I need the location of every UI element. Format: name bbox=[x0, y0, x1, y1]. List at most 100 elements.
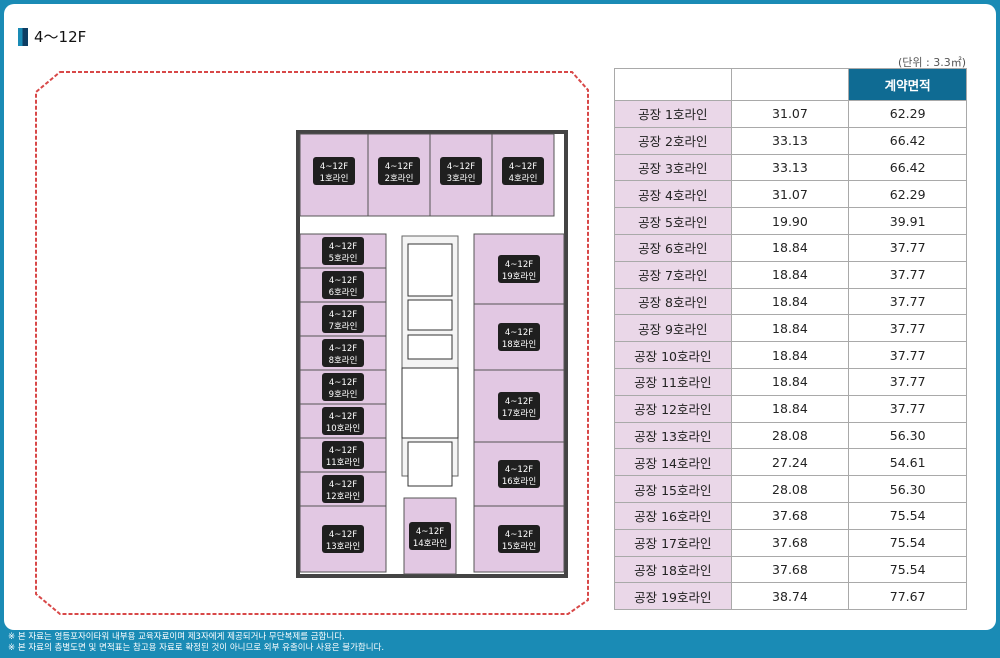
plan-unit-label-bg bbox=[322, 525, 364, 553]
site-boundary bbox=[35, 71, 589, 615]
unit-note: (단위 : 3.3㎡) bbox=[897, 56, 966, 69]
header-cell-contract-area: 계약면적 bbox=[848, 68, 967, 101]
plan-unit-label-bg bbox=[378, 157, 420, 185]
contract-area-cell: 77.67 bbox=[848, 582, 967, 611]
contract-area-cell: 75.54 bbox=[848, 528, 967, 557]
plan-unit-floor-label: 4~12F bbox=[329, 446, 357, 456]
plan-unit-label-bg bbox=[322, 475, 364, 503]
plan-unit-floor-label: 4~12F bbox=[329, 530, 357, 540]
plan-unit-name-label: 7호라인 bbox=[329, 321, 358, 332]
plan-unit-name-label: 9호라인 bbox=[329, 389, 358, 400]
floor-title: 4～12F bbox=[34, 28, 87, 46]
plan-unit-name-label: 5호라인 bbox=[329, 253, 358, 264]
area-cell: 18.84 bbox=[730, 394, 850, 423]
plan-unit-name-label: 13호라인 bbox=[326, 541, 360, 552]
area-cell: 33.13 bbox=[730, 153, 850, 182]
plan-unit-label-bg bbox=[498, 525, 540, 553]
contract-area-cell: 37.77 bbox=[848, 287, 967, 316]
contract-area-cell: 66.42 bbox=[848, 126, 967, 155]
plan-unit-label-bg bbox=[440, 157, 482, 185]
contract-area-cell: 37.77 bbox=[848, 260, 967, 289]
plan-unit-label-bg bbox=[322, 373, 364, 401]
area-cell: 18.84 bbox=[730, 367, 850, 396]
unit-name-cell: 공장 10호라인 bbox=[614, 341, 732, 369]
plan-unit-label-bg bbox=[322, 441, 364, 469]
plan-unit-floor-label: 4~12F bbox=[505, 530, 533, 540]
plan-unit-floor-label: 4~12F bbox=[320, 162, 348, 172]
plan-unit-name-label: 10호라인 bbox=[326, 423, 360, 434]
plan-unit-name-label: 14호라인 bbox=[413, 538, 447, 549]
contract-area-cell: 54.61 bbox=[848, 448, 967, 477]
unit-name-cell: 공장 14호라인 bbox=[614, 448, 732, 477]
contract-area-cell: 37.77 bbox=[848, 341, 967, 369]
area-cell: 33.13 bbox=[730, 126, 850, 155]
plan-unit-label-bg bbox=[313, 157, 355, 185]
plan-unit-label-bg bbox=[498, 323, 540, 351]
area-cell: 38.74 bbox=[730, 582, 850, 611]
plan-unit-label-bg bbox=[322, 305, 364, 333]
contract-area-cell: 56.30 bbox=[848, 475, 967, 503]
unit-name-cell: 공장 6호라인 bbox=[614, 233, 732, 262]
plan-unit-area bbox=[473, 233, 565, 305]
contract-area-cell: 66.42 bbox=[848, 153, 967, 182]
contract-area-cell: 37.77 bbox=[848, 367, 967, 396]
contract-area-cell: 37.77 bbox=[848, 233, 967, 262]
plan-unit-label-bg bbox=[322, 237, 364, 265]
heading-marker-icon bbox=[18, 27, 28, 46]
plan-unit-floor-label: 4~12F bbox=[509, 162, 537, 172]
plan-unit-label-bg bbox=[498, 255, 540, 283]
plan-unit-name-label: 19호라인 bbox=[502, 271, 536, 282]
area-cell: 27.24 bbox=[730, 448, 850, 477]
unit-name-cell: 공장 15호라인 bbox=[614, 475, 732, 503]
plan-unit-label-bg bbox=[409, 522, 451, 550]
plan-unit-name-label: 15호라인 bbox=[502, 541, 536, 552]
area-cell: 31.07 bbox=[730, 100, 850, 128]
plan-unit-floor-label: 4~12F bbox=[505, 260, 533, 270]
plan-unit-name-label: 18호라인 bbox=[502, 339, 536, 350]
plan-unit-name-label: 2호라인 bbox=[385, 173, 414, 184]
unit-name-cell: 공장 3호라인 bbox=[614, 153, 732, 182]
plan-unit-name-label: 12호라인 bbox=[326, 491, 360, 502]
contract-area-cell: 62.29 bbox=[848, 100, 967, 128]
unit-name-cell: 공장 2호라인 bbox=[614, 126, 732, 155]
plan-unit-label-bg bbox=[498, 460, 540, 488]
plan-unit-floor-label: 4~12F bbox=[329, 480, 357, 490]
area-cell: 19.90 bbox=[730, 207, 850, 235]
unit-name-cell: 공장 11호라인 bbox=[614, 367, 732, 396]
contract-area-cell: 37.77 bbox=[848, 314, 967, 343]
plan-unit-floor-label: 4~12F bbox=[329, 276, 357, 286]
unit-name-cell: 공장 19호라인 bbox=[614, 582, 732, 611]
footer-notes: ※ 본 자료는 영등포자이타워 내부용 교육자료이며 제3자에게 제공되거나 무… bbox=[8, 632, 384, 654]
unit-name-cell: 공장 5호라인 bbox=[614, 207, 732, 235]
unit-name-cell: 공장 7호라인 bbox=[614, 260, 732, 289]
plan-unit-name-label: 1호라인 bbox=[320, 173, 349, 184]
plan-unit-name-label: 16호라인 bbox=[502, 476, 536, 487]
plan-unit-name-label: 17호라인 bbox=[502, 408, 536, 419]
area-cell: 18.84 bbox=[730, 314, 850, 343]
plan-unit-floor-label: 4~12F bbox=[505, 328, 533, 338]
